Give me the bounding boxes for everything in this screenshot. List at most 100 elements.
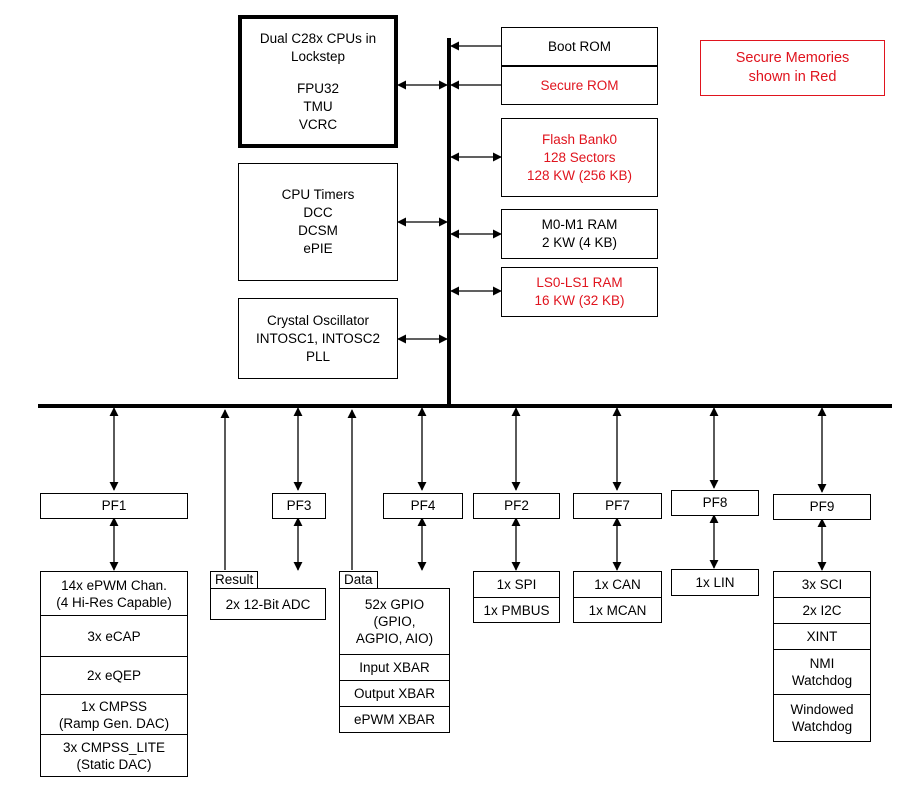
flash-line-2: 128 Sectors bbox=[543, 149, 616, 165]
epwm-line-2: (4 Hi-Res Capable) bbox=[56, 594, 172, 610]
legend-line-1: Secure Memories bbox=[735, 50, 850, 66]
spi-cell: 1x SPI bbox=[474, 572, 559, 598]
gpio-line-2: (GPIO, bbox=[373, 614, 416, 629]
gpio-stack: 52x GPIO (GPIO, AGPIO, AIO) Input XBAR O… bbox=[339, 588, 450, 733]
nmi-line-1: NMI bbox=[809, 656, 835, 671]
osc-line-1: Crystal Oscillator bbox=[266, 312, 369, 328]
boot-rom-label: Boot ROM bbox=[547, 38, 612, 54]
osc-line-2: INTOSC1, INTOSC2 bbox=[255, 330, 381, 346]
osc-line-3: PLL bbox=[305, 348, 331, 364]
ls-line-2: 16 KW (32 KB) bbox=[534, 293, 625, 308]
cmpss-cell: 1x CMPSS (Ramp Gen. DAC) bbox=[41, 695, 187, 735]
windowed-line-2: Watchdog bbox=[791, 719, 853, 734]
pf9-block: PF9 bbox=[773, 494, 871, 520]
sci-cell: 3x SCI bbox=[774, 572, 870, 598]
pmbus-cell: 1x PMBUS bbox=[474, 598, 559, 622]
i2c-cell: 2x I2C bbox=[774, 598, 870, 624]
pmbus-label: 1x PMBUS bbox=[483, 602, 550, 618]
timers-line-4: ePIE bbox=[303, 241, 333, 256]
m0m1-ram-block: M0-M1 RAM 2 KW (4 KB) bbox=[501, 209, 658, 259]
sci-label: 3x SCI bbox=[801, 577, 843, 592]
flash-line-1: Flash Bank0 bbox=[541, 131, 618, 147]
ecap-cell: 3x eCAP bbox=[41, 616, 187, 657]
spi-label: 1x SPI bbox=[496, 577, 537, 592]
i2c-label: 2x I2C bbox=[802, 603, 842, 618]
eqep-cell: 2x eQEP bbox=[41, 657, 187, 695]
epwm-xbar-cell: ePWM XBAR bbox=[340, 707, 449, 732]
mcan-label: 1x MCAN bbox=[588, 602, 647, 618]
m0m1-line-2: 2 KW (4 KB) bbox=[541, 235, 617, 250]
result-tag: Result bbox=[210, 571, 259, 589]
oscillator-block: Crystal Oscillator INTOSC1, INTOSC2 PLL bbox=[238, 298, 398, 379]
epwm-line-1: 14x ePWM Chan. bbox=[61, 577, 167, 593]
secure-rom-block: Secure ROM bbox=[501, 66, 658, 105]
legend-line-2: shown in Red bbox=[748, 69, 837, 85]
pf3-block: PF3 bbox=[272, 493, 326, 519]
pf1-block: PF1 bbox=[40, 493, 188, 519]
lin-label: 1x LIN bbox=[695, 575, 735, 590]
pf7-peripherals: 1x CAN 1x MCAN bbox=[573, 571, 662, 623]
xint-label: XINT bbox=[806, 629, 838, 644]
lin-cell: 1x LIN bbox=[672, 570, 758, 595]
cmpss-lite-line-1: 3x CMPSS_LITE bbox=[62, 739, 166, 755]
cmpss-line-1: 1x CMPSS bbox=[80, 698, 148, 714]
pf8-block: PF8 bbox=[671, 490, 759, 516]
xint-cell: XINT bbox=[774, 624, 870, 650]
gpio-cell: 52x GPIO (GPIO, AGPIO, AIO) bbox=[340, 589, 449, 655]
windowed-line-1: Windowed bbox=[790, 702, 854, 717]
gpio-line-3: AGPIO, AIO) bbox=[355, 631, 434, 646]
adc-label: 2x 12-Bit ADC bbox=[225, 596, 311, 612]
input-xbar-cell: Input XBAR bbox=[340, 655, 449, 681]
secure-memories-legend: Secure Memories shown in Red bbox=[700, 40, 885, 96]
pf7-label: PF7 bbox=[605, 498, 630, 513]
pf7-block: PF7 bbox=[573, 493, 662, 519]
pf2-peripherals: 1x SPI 1x PMBUS bbox=[473, 571, 560, 623]
ls-line-1: LS0-LS1 RAM bbox=[536, 275, 623, 290]
timers-line-2: DCC bbox=[303, 205, 333, 220]
m0m1-line-1: M0-M1 RAM bbox=[541, 217, 618, 232]
pf8-peripherals: 1x LIN bbox=[671, 569, 759, 596]
pf2-block: PF2 bbox=[473, 493, 560, 519]
ls-ram-block: LS0-LS1 RAM 16 KW (32 KB) bbox=[501, 267, 658, 317]
can-label: 1x CAN bbox=[594, 577, 641, 592]
nmi-line-2: Watchdog bbox=[791, 673, 853, 688]
pf1-peripherals: 14x ePWM Chan. (4 Hi-Res Capable) 3x eCA… bbox=[40, 571, 188, 777]
flash-bank-block: Flash Bank0 128 Sectors 128 KW (256 KB) bbox=[501, 118, 658, 197]
epwm-xbar-label: ePWM XBAR bbox=[353, 712, 435, 727]
pf9-label: PF9 bbox=[809, 499, 835, 514]
cpu-line-4: FPU32 bbox=[296, 80, 340, 96]
gpio-line-1: 52x GPIO bbox=[364, 597, 425, 612]
data-tag: Data bbox=[339, 571, 378, 589]
cmpss-lite-cell: 3x CMPSS_LITE (Static DAC) bbox=[41, 735, 187, 776]
timers-line-1: CPU Timers bbox=[281, 187, 355, 202]
boot-rom-block: Boot ROM bbox=[501, 27, 658, 66]
cpu-line-6: VCRC bbox=[298, 116, 338, 132]
windowed-watchdog-cell: Windowed Watchdog bbox=[774, 695, 870, 741]
adc-cell: 2x 12-Bit ADC bbox=[211, 589, 325, 619]
timers-line-3: DCSM bbox=[298, 223, 338, 238]
mcan-cell: 1x MCAN bbox=[574, 598, 661, 622]
nmi-watchdog-cell: NMI Watchdog bbox=[774, 650, 870, 695]
pf2-label: PF2 bbox=[504, 498, 529, 513]
epwm-cell: 14x ePWM Chan. (4 Hi-Res Capable) bbox=[41, 572, 187, 616]
output-xbar-cell: Output XBAR bbox=[340, 681, 449, 707]
cpu-line-5: TMU bbox=[303, 98, 333, 114]
pf1-label: PF1 bbox=[101, 498, 127, 513]
adc-stack: 2x 12-Bit ADC bbox=[210, 588, 326, 620]
timers-block: CPU Timers DCC DCSM ePIE bbox=[238, 163, 398, 281]
cmpss-line-2: (Ramp Gen. DAC) bbox=[58, 715, 170, 731]
output-xbar-label: Output XBAR bbox=[353, 686, 436, 701]
cpu-line-1: Dual C28x CPUs in bbox=[259, 30, 377, 46]
pf4-label: PF4 bbox=[410, 498, 436, 513]
cpu-line-2: Lockstep bbox=[290, 48, 346, 64]
input-xbar-label: Input XBAR bbox=[359, 660, 430, 675]
ecap-label: 3x eCAP bbox=[87, 628, 141, 644]
pf3-label: PF3 bbox=[286, 498, 312, 513]
cpu-block: Dual C28x CPUs in Lockstep FPU32 TMU VCR… bbox=[238, 15, 398, 148]
pf4-block: PF4 bbox=[383, 493, 463, 519]
pf9-peripherals: 3x SCI 2x I2C XINT NMI Watchdog Windowed… bbox=[773, 571, 871, 742]
eqep-label: 2x eQEP bbox=[86, 668, 142, 683]
secure-rom-label: Secure ROM bbox=[540, 77, 619, 93]
flash-line-3: 128 KW (256 KB) bbox=[526, 167, 633, 183]
can-cell: 1x CAN bbox=[574, 572, 661, 598]
